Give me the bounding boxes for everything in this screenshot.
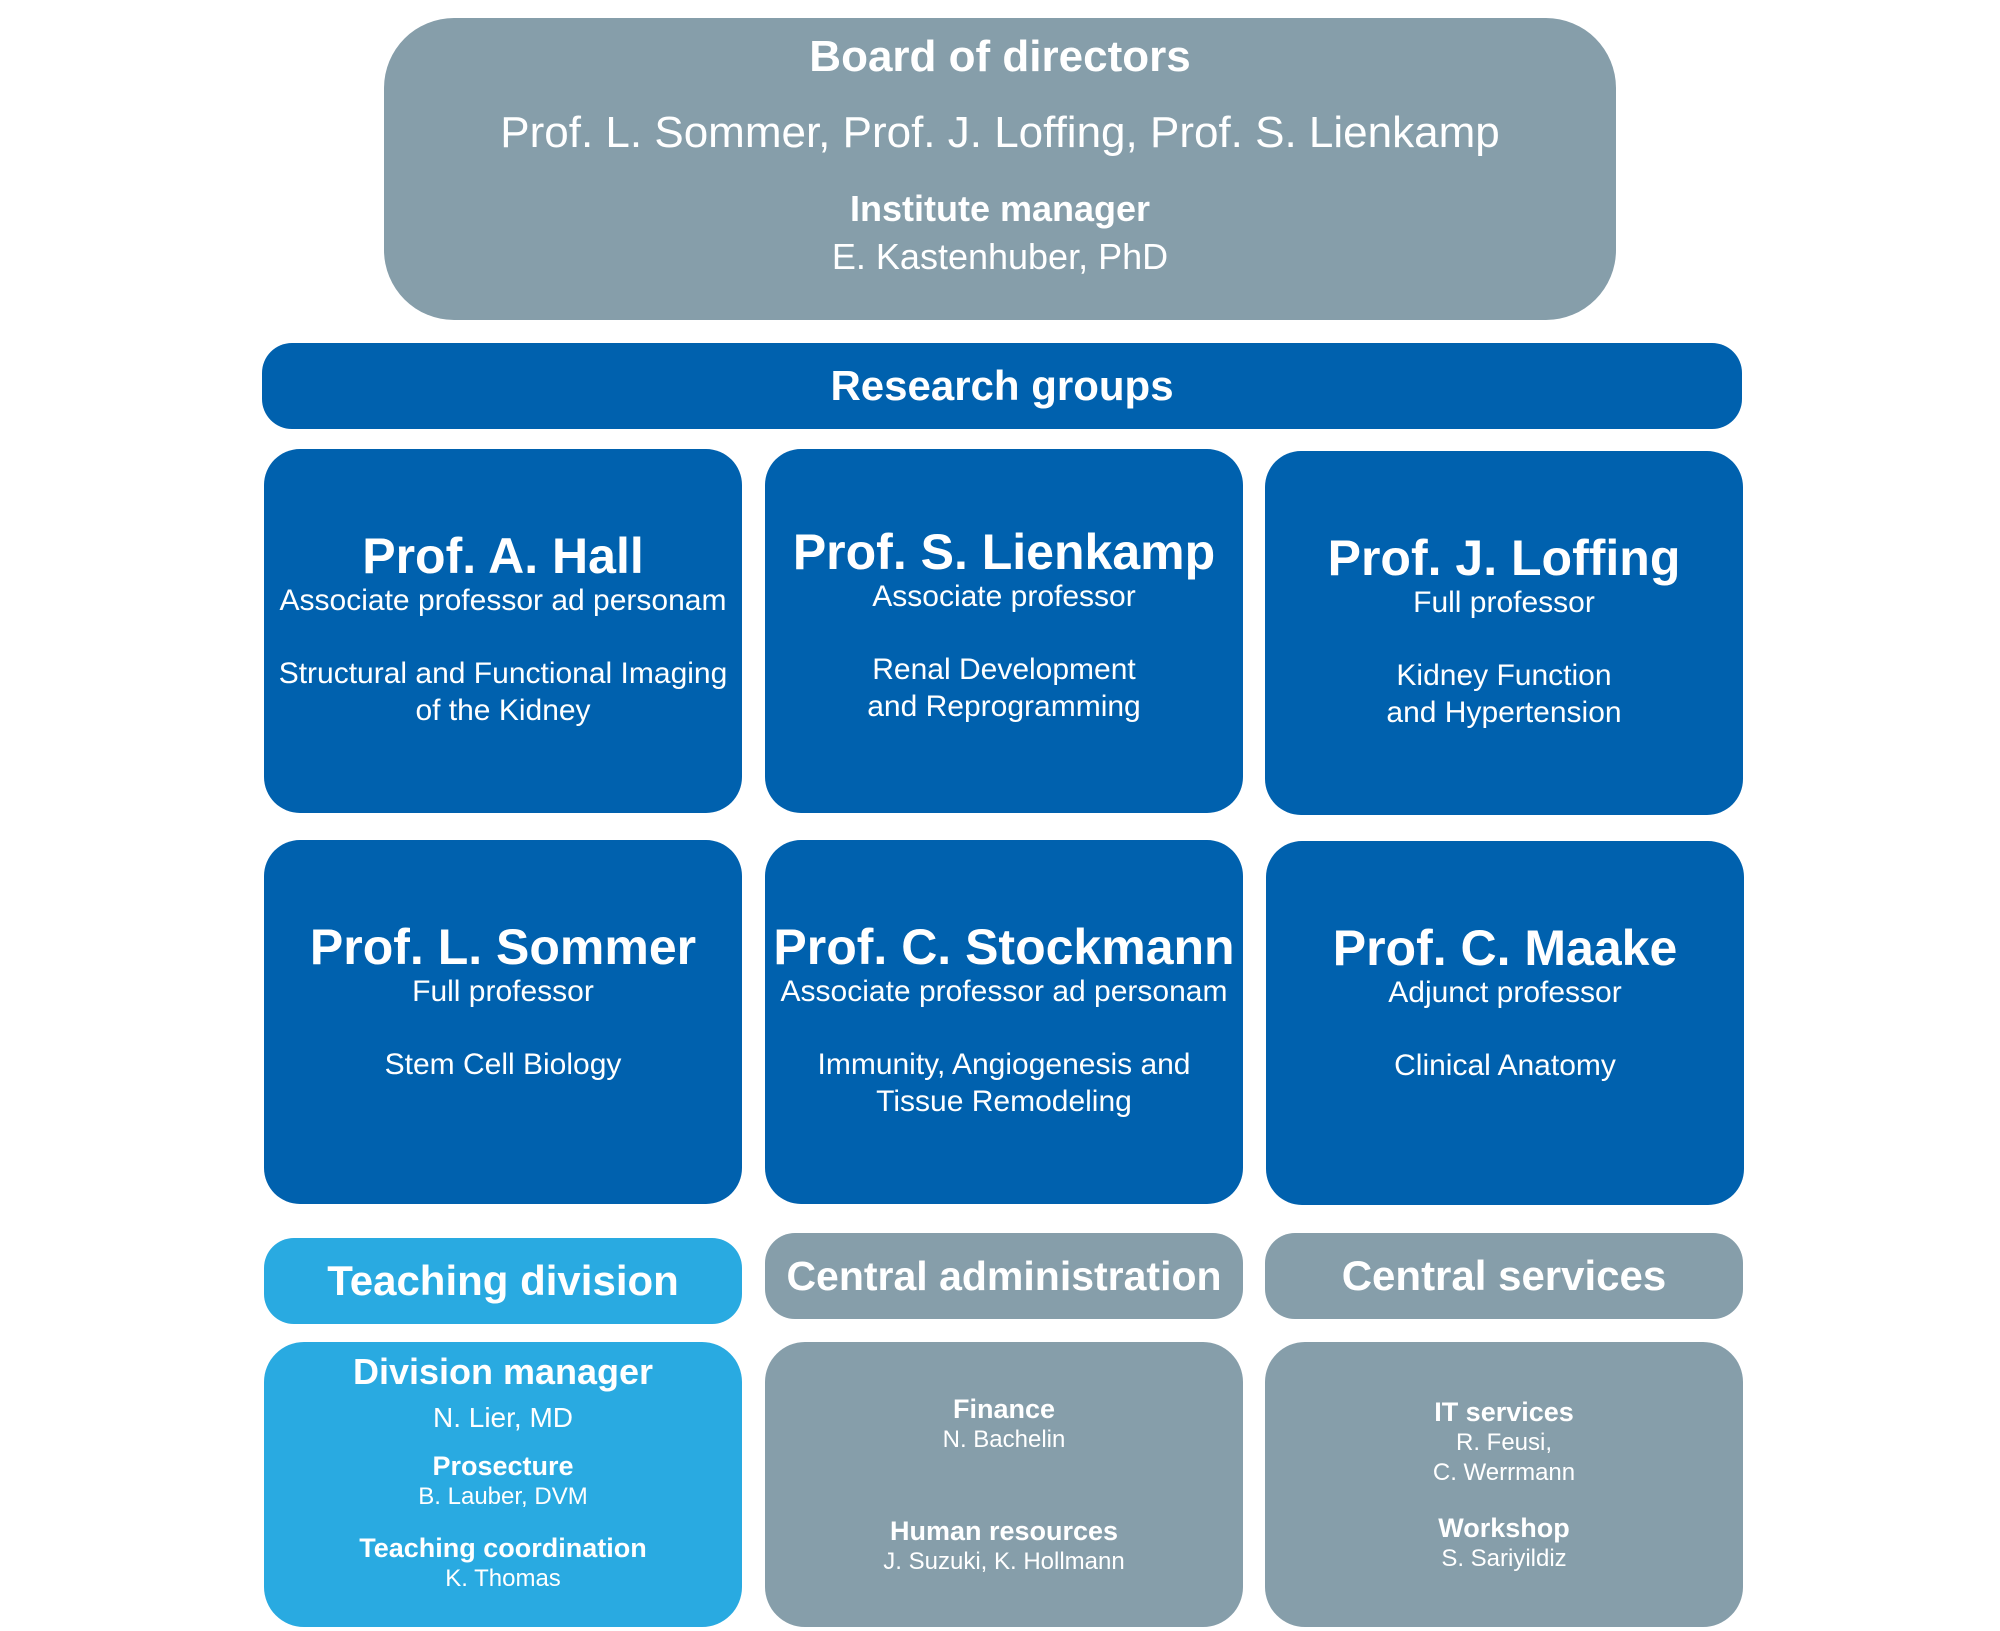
central-services-box: IT services R. Feusi, C. Werrmann Worksh… (1265, 1342, 1743, 1627)
group-title: Full professor (412, 975, 594, 1008)
human-resources-label: Human resources (889, 1515, 1119, 1546)
group-name: Prof. J. Loffing (1327, 530, 1681, 586)
group-card-lienkamp: Prof. S. Lienkamp Associate professor Re… (765, 449, 1243, 813)
group-name: Prof. C. Stockmann (773, 919, 1235, 975)
prosecture-name: B. Lauber, DVM (418, 1483, 588, 1510)
group-title: Associate professor ad personam (780, 975, 1228, 1008)
it-services-name-1: R. Feusi, (1455, 1428, 1553, 1456)
group-title: Full professor (1413, 586, 1595, 619)
division-manager-label: Division manager (352, 1351, 654, 1392)
board-title: Board of directors (809, 32, 1191, 81)
finance-label: Finance (952, 1393, 1056, 1424)
human-resources-name: J. Suzuki, K. Hollmann (883, 1547, 1125, 1575)
group-field: Structural and Functional Imaging of the… (278, 657, 728, 727)
teaching-coordination-label: Teaching coordination (359, 1533, 647, 1563)
group-name: Prof. A. Hall (362, 528, 644, 584)
group-card-loffing: Prof. J. Loffing Full professor Kidney F… (1265, 451, 1743, 815)
group-name: Prof. C. Maake (1332, 920, 1678, 976)
it-services-name-2: C. Werrmann (1432, 1458, 1576, 1486)
workshop-name: S. Sariyildiz (1441, 1544, 1567, 1572)
finance-name: N. Bachelin (942, 1425, 1066, 1453)
central-administration-box: Finance N. Bachelin Human resources J. S… (765, 1342, 1243, 1627)
group-title: Associate professor ad personam (279, 584, 727, 617)
group-title: Adjunct professor (1388, 976, 1622, 1009)
group-name: Prof. S. Lienkamp (792, 524, 1216, 580)
central-services-header: Central services (1265, 1233, 1743, 1319)
group-name: Prof. L. Sommer (309, 919, 697, 975)
group-card-hall: Prof. A. Hall Associate professor ad per… (264, 449, 742, 813)
institute-manager-name: E. Kastenhuber, PhD (831, 236, 1169, 277)
teaching-coordination-name: K. Thomas (445, 1565, 561, 1592)
board-members: Prof. L. Sommer, Prof. J. Loffing, Prof.… (500, 108, 1500, 157)
group-field: Kidney Function and Hypertension (1386, 659, 1622, 729)
group-card-maake: Prof. C. Maake Adjunct professor Clinica… (1266, 841, 1744, 1205)
research-groups-header: Research groups (262, 343, 1742, 429)
board-of-directors: Board of directors Prof. L. Sommer, Prof… (384, 18, 1616, 320)
institute-manager-label: Institute manager (849, 188, 1151, 229)
division-manager-name: N. Lier, MD (432, 1402, 574, 1433)
group-field: Immunity, Angiogenesis and Tissue Remode… (817, 1048, 1191, 1118)
group-field: Clinical Anatomy (1394, 1049, 1616, 1082)
teaching-division-box: Division manager N. Lier, MD Prosecture … (264, 1342, 742, 1627)
teaching-division-header: Teaching division (264, 1238, 742, 1324)
group-field: Renal Development and Reprogramming (867, 653, 1141, 723)
prosecture-label: Prosecture (432, 1451, 574, 1481)
central-administration-header: Central administration (765, 1233, 1243, 1319)
group-card-sommer: Prof. L. Sommer Full professor Stem Cell… (264, 840, 742, 1204)
workshop-label: Workshop (1438, 1512, 1570, 1543)
group-title: Associate professor (872, 580, 1136, 613)
it-services-label: IT services (1434, 1396, 1574, 1427)
group-card-stockmann: Prof. C. Stockmann Associate professor a… (765, 840, 1243, 1204)
group-field: Stem Cell Biology (384, 1048, 622, 1081)
